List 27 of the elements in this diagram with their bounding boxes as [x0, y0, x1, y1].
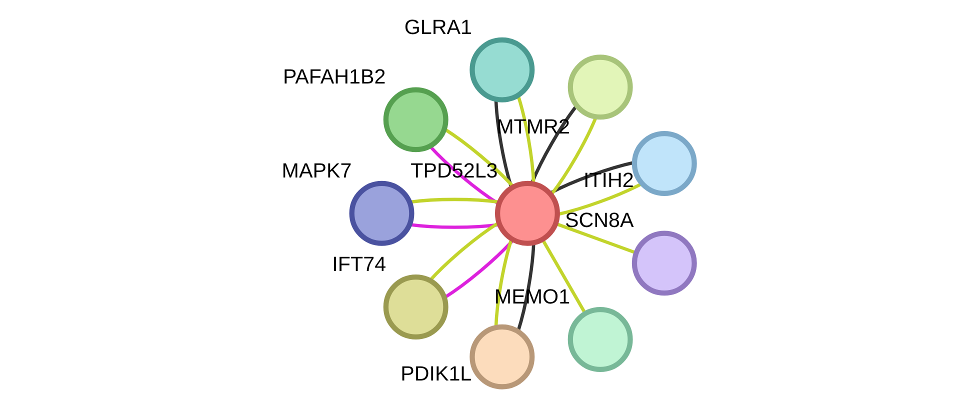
node-circle: [470, 36, 535, 102]
connector: [410, 197, 500, 204]
connector: [494, 98, 514, 188]
connector: [541, 238, 587, 314]
node-label: ITIH2: [583, 168, 634, 192]
connector: [516, 242, 536, 332]
connector: [555, 222, 637, 254]
node-circle: [383, 274, 448, 339]
node-label: MAPK7: [282, 158, 352, 182]
connector: [516, 94, 536, 184]
node-circle: [568, 54, 633, 120]
node-circle: [349, 180, 414, 246]
node-circle: [568, 306, 633, 372]
connector: [410, 222, 500, 228]
connector: [557, 182, 643, 216]
node-circle: [632, 230, 697, 296]
node-label: GLRA1: [404, 15, 472, 38]
node-label: PAFAH1B2: [282, 65, 386, 88]
node-label: PDIK1L: [400, 362, 472, 386]
node-circle: [632, 130, 697, 196]
node-circle: [383, 86, 448, 152]
node-circle: [470, 324, 535, 389]
node-label: SCN8A: [565, 208, 634, 232]
node-circle: [494, 180, 560, 246]
connector: [494, 238, 514, 327]
node-label: IFT74: [332, 252, 386, 276]
connector: [428, 220, 500, 282]
